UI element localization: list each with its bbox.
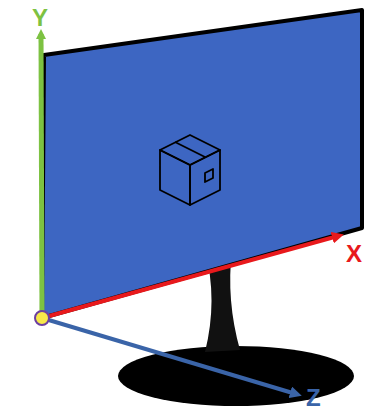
box-icon — [160, 135, 220, 205]
x-axis — [42, 236, 338, 318]
axis-label: Y — [32, 6, 48, 30]
z-axis — [42, 318, 296, 394]
origin-dot — [35, 311, 49, 325]
axis-label: X — [346, 242, 362, 266]
y-axis — [41, 34, 42, 318]
screen — [42, 10, 362, 318]
axis-label: Z — [306, 386, 321, 410]
